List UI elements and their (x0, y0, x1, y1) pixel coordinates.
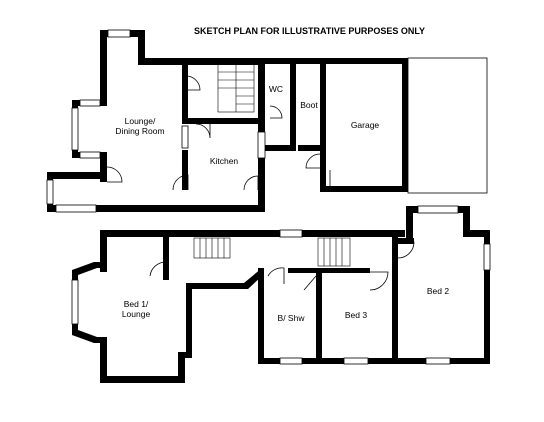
kitchen-east-window (257, 131, 266, 159)
landing-west-wall (163, 230, 169, 280)
bshw-door-leaf (303, 275, 317, 291)
lounge-north-step-wall (138, 30, 145, 62)
bed1-east-wall (186, 283, 192, 358)
bed1-bay-wall (72, 262, 107, 343)
hall-west-wall (182, 62, 188, 118)
garage-label: Garage (351, 120, 380, 130)
lounge-west-upper-wall (100, 30, 107, 105)
first-stairs (193, 237, 351, 267)
bed2-bay-window (417, 205, 459, 214)
boot-garage-divider (320, 58, 326, 190)
porch-door (106, 166, 123, 183)
porch-west-window (46, 179, 54, 205)
bed1-west-lower-wall (100, 337, 107, 382)
ground-stairs (217, 63, 255, 113)
bshw-west-wall (258, 268, 264, 364)
lounge-label-line1: Lounge/ (125, 116, 156, 126)
wc-boot-divider (290, 58, 296, 148)
hall-north-wall (138, 58, 260, 65)
kitchen-north-wall (182, 118, 262, 124)
lounge-bay-window (71, 107, 79, 151)
carport-outline (407, 57, 488, 194)
bed3-label: Bed 3 (345, 310, 367, 320)
service-north-wall (258, 58, 408, 64)
bed1-label-line2: Lounge (122, 309, 151, 319)
lounge-north-window (107, 29, 131, 38)
bed1-west-upper-wall (100, 230, 107, 272)
bshw-bed3-divider (316, 268, 322, 364)
wc-south-wall (262, 145, 296, 151)
bed2-bay-east-wall (463, 206, 470, 236)
bed1-label-line1: Bed 1/ (124, 299, 149, 309)
bshw-window (279, 357, 303, 365)
bed2-east-wall (484, 230, 490, 364)
kitchen-west-door (172, 174, 189, 191)
landing-window (279, 229, 303, 238)
wc-door (269, 105, 283, 119)
bed3-window (343, 357, 369, 365)
bed2-west-step (392, 238, 414, 244)
kitchen-east-door (243, 175, 259, 191)
garage-south-wall (320, 186, 408, 192)
lounge-hall-door (185, 75, 201, 91)
porch-south-window (55, 204, 97, 213)
first-north-wall (100, 230, 405, 237)
boot-south-wall (298, 145, 322, 151)
first-floor: Bed 1/ Lounge B/ Shw Bed 3 Bed 2 (71, 205, 491, 383)
ground-south-wall (47, 205, 265, 212)
bed2-north-east-wall (463, 230, 490, 237)
bed1-notch-wall (178, 352, 192, 358)
bed1-south-wall (100, 376, 184, 383)
bed3-door (369, 271, 389, 291)
bshw-label: B/ Shw (278, 313, 306, 323)
first-south-wall (258, 358, 490, 364)
ground-floor: Lounge/ Dining Room Kitchen WC Boot Gara… (46, 29, 488, 213)
bed2-door (397, 241, 415, 259)
bedrooms-north-wall (288, 268, 370, 273)
kitchen-north-door (195, 123, 211, 139)
porch-top-wall (47, 172, 107, 179)
lounge-bay-top-window (79, 99, 101, 107)
garage-east-wall (402, 58, 408, 190)
kitchen-label: Kitchen (210, 156, 239, 166)
landing-angle-wall (186, 268, 262, 289)
kitchen-west-window (181, 125, 189, 149)
lounge-bay-bottom-window (79, 151, 101, 159)
wc-label: WC (269, 84, 283, 94)
lounge-west-lower-wall (100, 152, 107, 182)
boot-door (305, 153, 321, 169)
bed1-bay-window (71, 279, 79, 325)
bed2-south-window (425, 357, 451, 365)
bed1-door (149, 261, 167, 278)
bed3-bed2-divider (392, 230, 398, 364)
boot-label: Boot (300, 100, 318, 110)
bed1-south-step-wall (178, 352, 185, 383)
bshw-door-left (267, 267, 285, 284)
lounge-label-line2: Dining Room (115, 126, 164, 136)
bed2-east-window (483, 243, 491, 271)
kitchen-west-wall (182, 150, 188, 190)
bed2-bay-west-wall (406, 206, 413, 244)
plan-title: SKETCH PLAN FOR ILLUSTRATIVE PURPOSES ON… (194, 26, 425, 36)
bed2-label: Bed 2 (427, 286, 449, 296)
